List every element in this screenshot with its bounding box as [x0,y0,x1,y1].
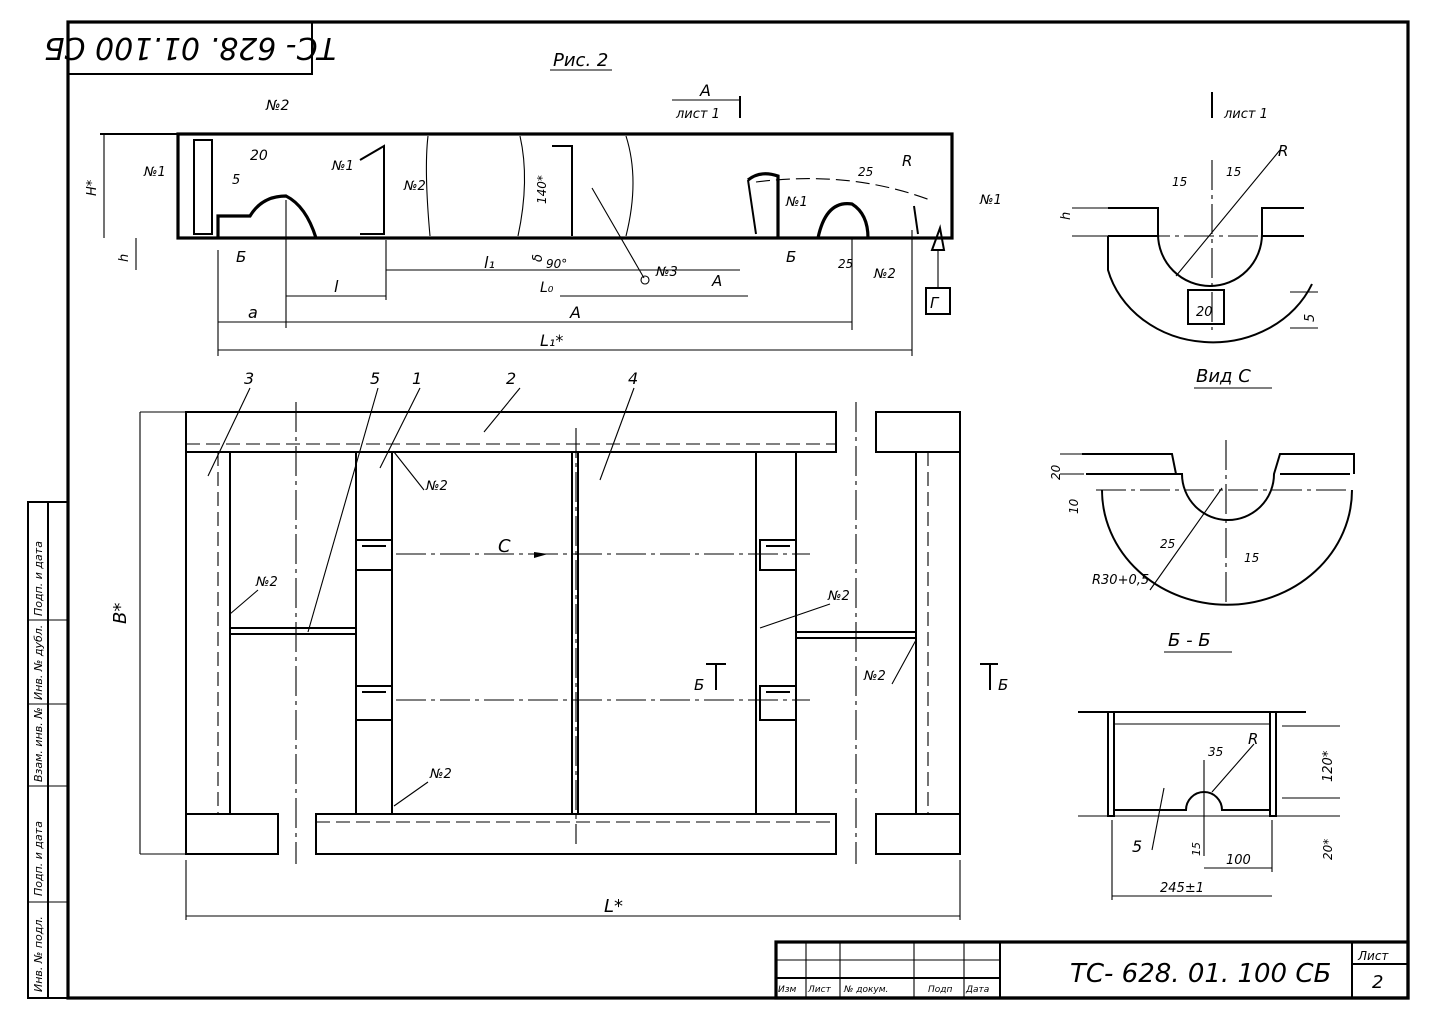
figure-label: Рис. 2 [553,50,608,71]
bb-dim-245: 245±1 [1160,881,1204,896]
tb-col-date: Дата [965,985,989,995]
view-c-dim-25: 25 [1160,537,1175,551]
plan-weld-no2-b: №2 [255,575,278,590]
bb-pos-5: 5 [1132,837,1142,856]
plan-section-b-right: Б [998,676,1008,694]
plan-pos-1: 1 [412,369,422,388]
stamp-podp-data-1: Подп. и дата [32,821,45,896]
side-dim-5: 5 [232,173,240,188]
side-view: №2 №1 №1 №2 №1 №2 №1 №3 20 5 R 25 25 Б Б… [85,98,1002,356]
detail-i-sheet-ref: лист 1 [1223,107,1268,122]
plan-pos-4: 4 [628,369,638,388]
title-block: Изм Лист № докум. Подп Дата ТС- 628. 01.… [774,940,1410,1000]
bb-radius: R [1248,730,1258,748]
view-c-dim-15: 15 [1244,551,1259,565]
side-section-a-bottom: А [711,272,722,290]
detail-i-dim-15-a: 15 [1172,175,1187,189]
bb-dim-120: 120* [1321,750,1336,782]
side-weld-no1-c: №1 [785,195,808,210]
plan-weld-no2-c: №2 [827,589,850,604]
side-section-b-right: Б [786,248,796,266]
side-weld-no1-d: №1 [979,193,1002,208]
tb-col-sign: Подп [928,985,952,995]
bb-dim-20: 20* [1321,839,1335,860]
plan-arrow-c-label: С [498,536,511,557]
detail-i-dim-15-b: 15 [1226,165,1241,179]
side-angle-90: 90° [546,257,567,271]
bb-dim-35: 35 [1208,745,1223,759]
doc-code-rotated: ТС- 628. 01.100 СБ [44,30,336,65]
view-c-dim-10: 10 [1067,498,1081,514]
side-dim-l0: L₀ [540,280,554,296]
side-dim-delta: δ [531,254,546,262]
side-dim-H: H* [85,179,100,196]
side-section-b-left: Б [236,248,246,266]
side-weld-no2-b: №2 [403,179,426,194]
view-c-title: Вид С [1196,366,1251,387]
side-radius-r: R [902,152,912,170]
side-dim-140: 140* [535,175,549,204]
plan-view: 3 5 1 2 4 №2 №2 №2 №2 №2 С Б Б B* L* [110,369,1008,920]
section-BB: Б - Б R 35 120* 20* 5 100 15 245±1 [1078,630,1340,900]
side-weld-no2-a: №2 [265,98,290,114]
plan-section-b-left: Б [694,676,704,694]
side-detail-g: Г [930,294,940,312]
tb-col-list: Лист [807,985,832,995]
side-weld-no3: №3 [655,265,678,280]
section-a-sheet-ref: лист 1 [675,107,720,122]
tb-col-izm: Изм [778,985,797,995]
side-weld-no2-c: №2 [873,267,896,282]
side-weld-no1-a: №1 [143,165,166,180]
side-dim-l1: l₁ [484,253,495,272]
bb-dim-15: 15 [1190,842,1203,856]
view-c-dim-20: 20 [1049,464,1063,480]
bb-dim-100: 100 [1226,853,1251,868]
side-dim-25-b: 25 [838,257,853,271]
view-C: Вид С 20 10 25 15 R30+0,5 [1049,366,1355,606]
side-dim-A: A [569,303,581,322]
tb-sheet-label: Лист [1357,949,1389,963]
plan-pos-2: 2 [506,369,516,388]
section-bb-title: Б - Б [1168,630,1211,651]
side-dim-l: l [334,277,339,296]
view-c-radius: R30+0,5 [1092,573,1149,588]
plan-weld-no2-d: №2 [863,669,886,684]
detail-I: лист 1 R 15 15 h 20 5 [1059,92,1318,344]
side-stamp: Инв. № подл. Подп. и дата Взам. инв. № И… [27,501,69,999]
plan-weld-no2-a: №2 [425,479,448,494]
plan-dim-L: L* [604,896,623,917]
tb-col-doc: № докум. [843,985,888,995]
plan-pos-3: 3 [244,369,254,388]
stamp-vzam-inv: Взам. инв. № [32,707,45,782]
doc-code-box: ТС- 628. 01.100 СБ [44,21,336,75]
plan-dim-B: B* [110,603,131,624]
plan-pos-5: 5 [370,369,380,388]
detail-i-dim-5: 5 [1303,314,1318,322]
detail-i-dim-h: h [1059,212,1074,220]
stamp-inv-dubl: Инв. № дубл. [32,625,45,700]
side-dim-20: 20 [250,148,268,164]
stamp-inv-podl: Инв. № подл. [32,916,45,992]
side-dim-h: h [117,254,132,262]
plan-weld-no2-e: №2 [429,767,452,782]
detail-i-radius: R [1278,142,1288,160]
side-dim-L1: L₁* [540,331,563,350]
stamp-podp-data-2: Подп. и дата [32,541,45,616]
side-weld-no1-b: №1 [331,159,354,174]
section-a-letter: А [699,81,711,100]
side-dim-a: a [248,303,258,322]
tb-doc-number: ТС- 628. 01. 100 СБ [1070,959,1331,989]
tb-sheet-number: 2 [1372,972,1383,993]
detail-i-dim-20: 20 [1196,305,1213,320]
side-dim-25-a: 25 [858,165,873,179]
